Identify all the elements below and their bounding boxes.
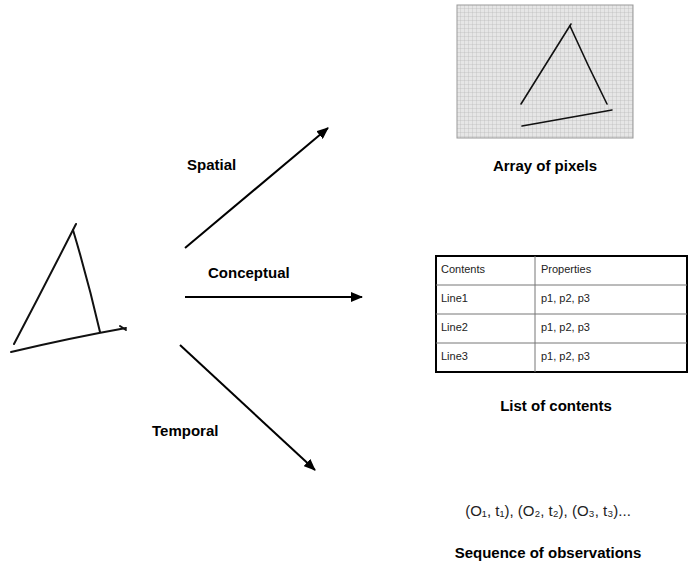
- table-cell: Line3: [441, 350, 468, 363]
- temporal-arrow: [180, 345, 315, 470]
- table-cell: Line2: [441, 321, 468, 334]
- sketch-triangle: [11, 224, 126, 352]
- spatial-arrow: [185, 128, 328, 248]
- pixel-grid: [457, 5, 633, 138]
- conceptual-arrow: [185, 296, 362, 298]
- arrow-label: Conceptual: [208, 264, 290, 282]
- arrow-label: Temporal: [152, 422, 218, 440]
- pixel-triangle: [521, 24, 612, 126]
- table-cell: Line1: [441, 292, 468, 305]
- observation-sequence: (O₁, t₁), (O₂, t₂), (O₃, t₃)...: [465, 502, 631, 520]
- table-header: Contents: [441, 263, 485, 276]
- caption: Sequence of observations: [455, 544, 642, 562]
- table-cell: p1, p2, p3: [541, 292, 590, 305]
- contents-table: [436, 256, 687, 372]
- table-header: Properties: [541, 263, 591, 276]
- table-cell: p1, p2, p3: [541, 350, 590, 363]
- caption: List of contents: [500, 397, 612, 415]
- arrow-label: Spatial: [187, 156, 236, 174]
- table-cell: p1, p2, p3: [541, 321, 590, 334]
- caption: Array of pixels: [493, 157, 597, 175]
